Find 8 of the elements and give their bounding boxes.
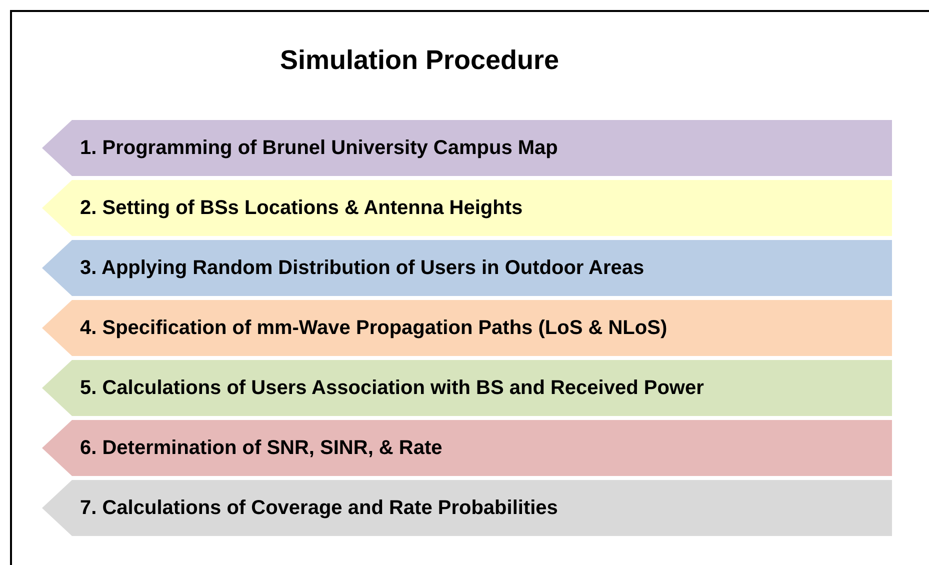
step-banner: 6. Determination of SNR, SINR, & Rate	[42, 420, 892, 476]
step-banner: 7. Calculations of Coverage and Rate Probabilities	[42, 480, 892, 536]
step-banner: 1. Programming of Brunel University Campus Map	[42, 120, 892, 176]
step-banner: 4. Specification of mm-Wave Propagation Paths (LoS & NLoS)	[42, 300, 892, 356]
diagram-title: Simulation Procedure	[280, 45, 560, 76]
step-banner: 2. Setting of BSs Locations & Antenna Heights	[42, 180, 892, 236]
step-banner: 3. Applying Random Distribution of Users in Outdoor Areas	[42, 240, 892, 296]
step-banner: 5. Calculations of Users Association with BS and Received Power	[42, 360, 892, 416]
